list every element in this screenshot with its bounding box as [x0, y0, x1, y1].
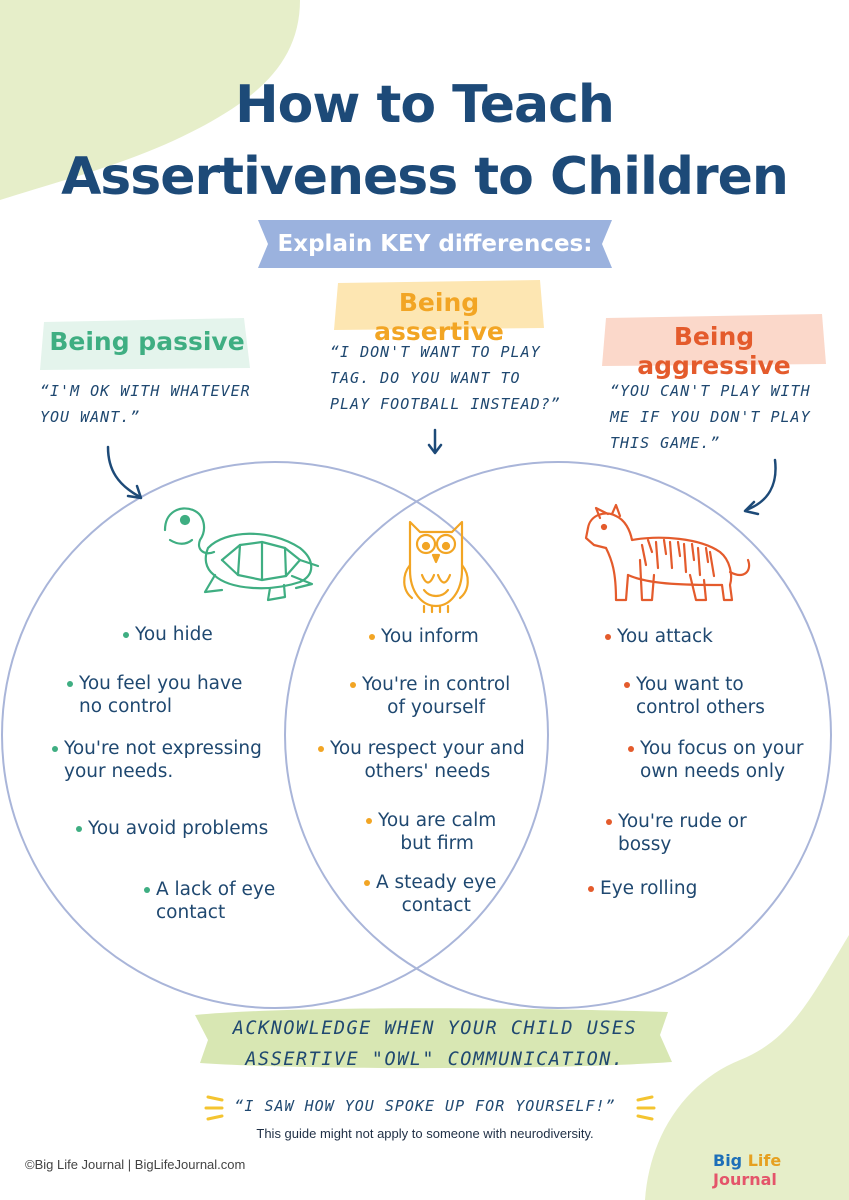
- bullet-icon: [52, 746, 58, 752]
- page-title-line1: How to Teach: [235, 75, 615, 135]
- aggressive-item: Eye rolling: [588, 877, 697, 900]
- arrow-icon-aggressive: [743, 458, 777, 516]
- passive-quote: “I'm OK with whatever you want.”: [40, 382, 251, 426]
- passive-item: You're not expressing your needs.: [52, 737, 262, 783]
- acknowledge-brush: [195, 1008, 672, 1069]
- bullet-icon: [144, 887, 150, 893]
- bullet-icon: [628, 746, 634, 752]
- aggressive-item: You attack: [605, 625, 713, 648]
- passive-label: Being passive: [49, 327, 245, 356]
- footer-credit: ©Big Life Journal | BigLifeJournal.com: [25, 1157, 246, 1172]
- banner-heading: Explain KEY differences:: [277, 231, 593, 257]
- bullet-icon: [350, 682, 356, 688]
- brand-logo: Big Life Journal: [713, 1151, 782, 1189]
- bullet-icon: [605, 634, 611, 640]
- arrow-icon-passive: [106, 445, 143, 500]
- passive-item: You avoid problems: [76, 817, 268, 840]
- venn-circle-left: [1, 461, 549, 1009]
- passive-item: A lack of eye contact: [144, 878, 275, 924]
- bullet-icon: [318, 746, 324, 752]
- bullet-icon: [123, 632, 129, 638]
- aggressive-item: You want to control others: [624, 673, 765, 719]
- turtle-icon: [163, 507, 320, 602]
- page-title-line2: Assertiveness to Children: [61, 147, 789, 207]
- aggressive-item: You focus on your own needs only: [628, 737, 804, 783]
- arrow-icon-assertive: [427, 428, 443, 455]
- assertive-item: You inform: [369, 625, 479, 648]
- aggressive-label-bg: [602, 314, 826, 366]
- owl-icon: [403, 520, 469, 614]
- sparkle-icon-left: [204, 1095, 224, 1121]
- top-left-blob: [0, 0, 300, 200]
- passive-item: You hide: [123, 623, 213, 646]
- assertive-item: You respect your and others' needs: [318, 737, 525, 783]
- aggressive-item: You're rude or bossy: [606, 810, 747, 856]
- bottom-right-blob: [645, 935, 849, 1200]
- assertive-item: You are calm but firm: [366, 809, 496, 855]
- bullet-icon: [76, 826, 82, 832]
- bullet-icon: [624, 682, 630, 688]
- sparkle-icon-right: [636, 1095, 656, 1121]
- venn-circle-right: [284, 461, 832, 1009]
- disclaimer: This guide might not apply to someone wi…: [256, 1126, 594, 1141]
- example-quote: “I saw how you spoke up for yourself!”: [234, 1097, 616, 1115]
- banner-ribbon: [258, 220, 612, 268]
- passive-item: You feel you have no control: [67, 672, 242, 718]
- bullet-icon: [369, 634, 375, 640]
- aggressive-quote: “You can't play with me if you don't pla…: [610, 382, 811, 452]
- assertive-item: You're in control of yourself: [350, 673, 510, 719]
- bullet-icon: [364, 880, 370, 886]
- aggressive-label: Being aggressive: [637, 322, 791, 380]
- bullet-icon: [588, 886, 594, 892]
- assertive-quote: “I don't want to play tag. Do you want t…: [330, 343, 561, 413]
- passive-label-bg: [40, 318, 250, 370]
- acknowledge-message: Acknowledge when your child uses asserti…: [232, 1018, 638, 1070]
- bullet-icon: [67, 681, 73, 687]
- tiger-icon: [584, 503, 751, 602]
- bullet-icon: [366, 818, 372, 824]
- assertive-label: Being assertive: [374, 288, 504, 346]
- assertive-label-bg: [334, 280, 544, 330]
- bullet-icon: [606, 819, 612, 825]
- assertive-item: A steady eye contact: [364, 871, 496, 917]
